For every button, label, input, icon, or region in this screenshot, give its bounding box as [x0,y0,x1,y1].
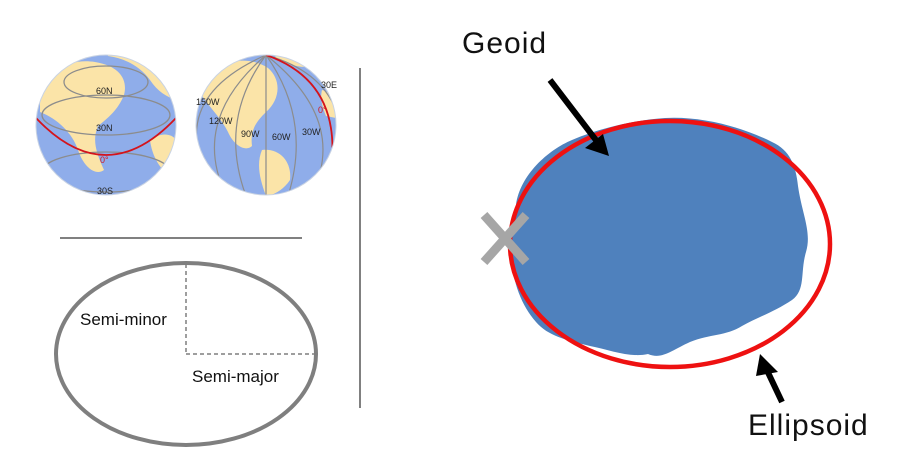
geoid-shape [511,117,808,356]
geoid-ellipsoid-diagram: Geoid Ellipsoid [462,27,869,442]
geoid-label: Geoid [462,27,547,60]
semi-axes-ellipse-diagram: Semi-minor Semi-major [54,261,318,447]
lat-30s-label: 30S [97,186,113,196]
lon-60w-label: 60W [272,132,291,142]
ellipsoid-label: Ellipsoid [748,409,869,442]
lon-150w-label: 150W [196,97,220,107]
equator-label: 0° [100,155,109,165]
longitude-globe: 30E 0° 150W 120W 90W 60W 30W [195,54,337,196]
prime-meridian-label: 0° [318,105,327,115]
lon-30w-label: 30W [302,127,321,137]
lat-60n-label: 60N [96,86,113,96]
semi-minor-label: Semi-minor [80,310,167,329]
cross-mark [480,212,530,265]
prime-meridian-line [265,55,334,161]
ellipsoid-arrow [756,354,785,404]
latitude-globe: 60N 30N 0° 30S [35,54,177,196]
lon-120w-label: 120W [209,116,233,126]
equator-line [36,117,176,156]
geoid-arrow [547,78,609,156]
semi-major-label: Semi-major [192,367,279,386]
lon-30e-label: 30E [321,80,337,90]
lat-30n-label: 30N [96,123,113,133]
lon-90w-label: 90W [241,129,260,139]
